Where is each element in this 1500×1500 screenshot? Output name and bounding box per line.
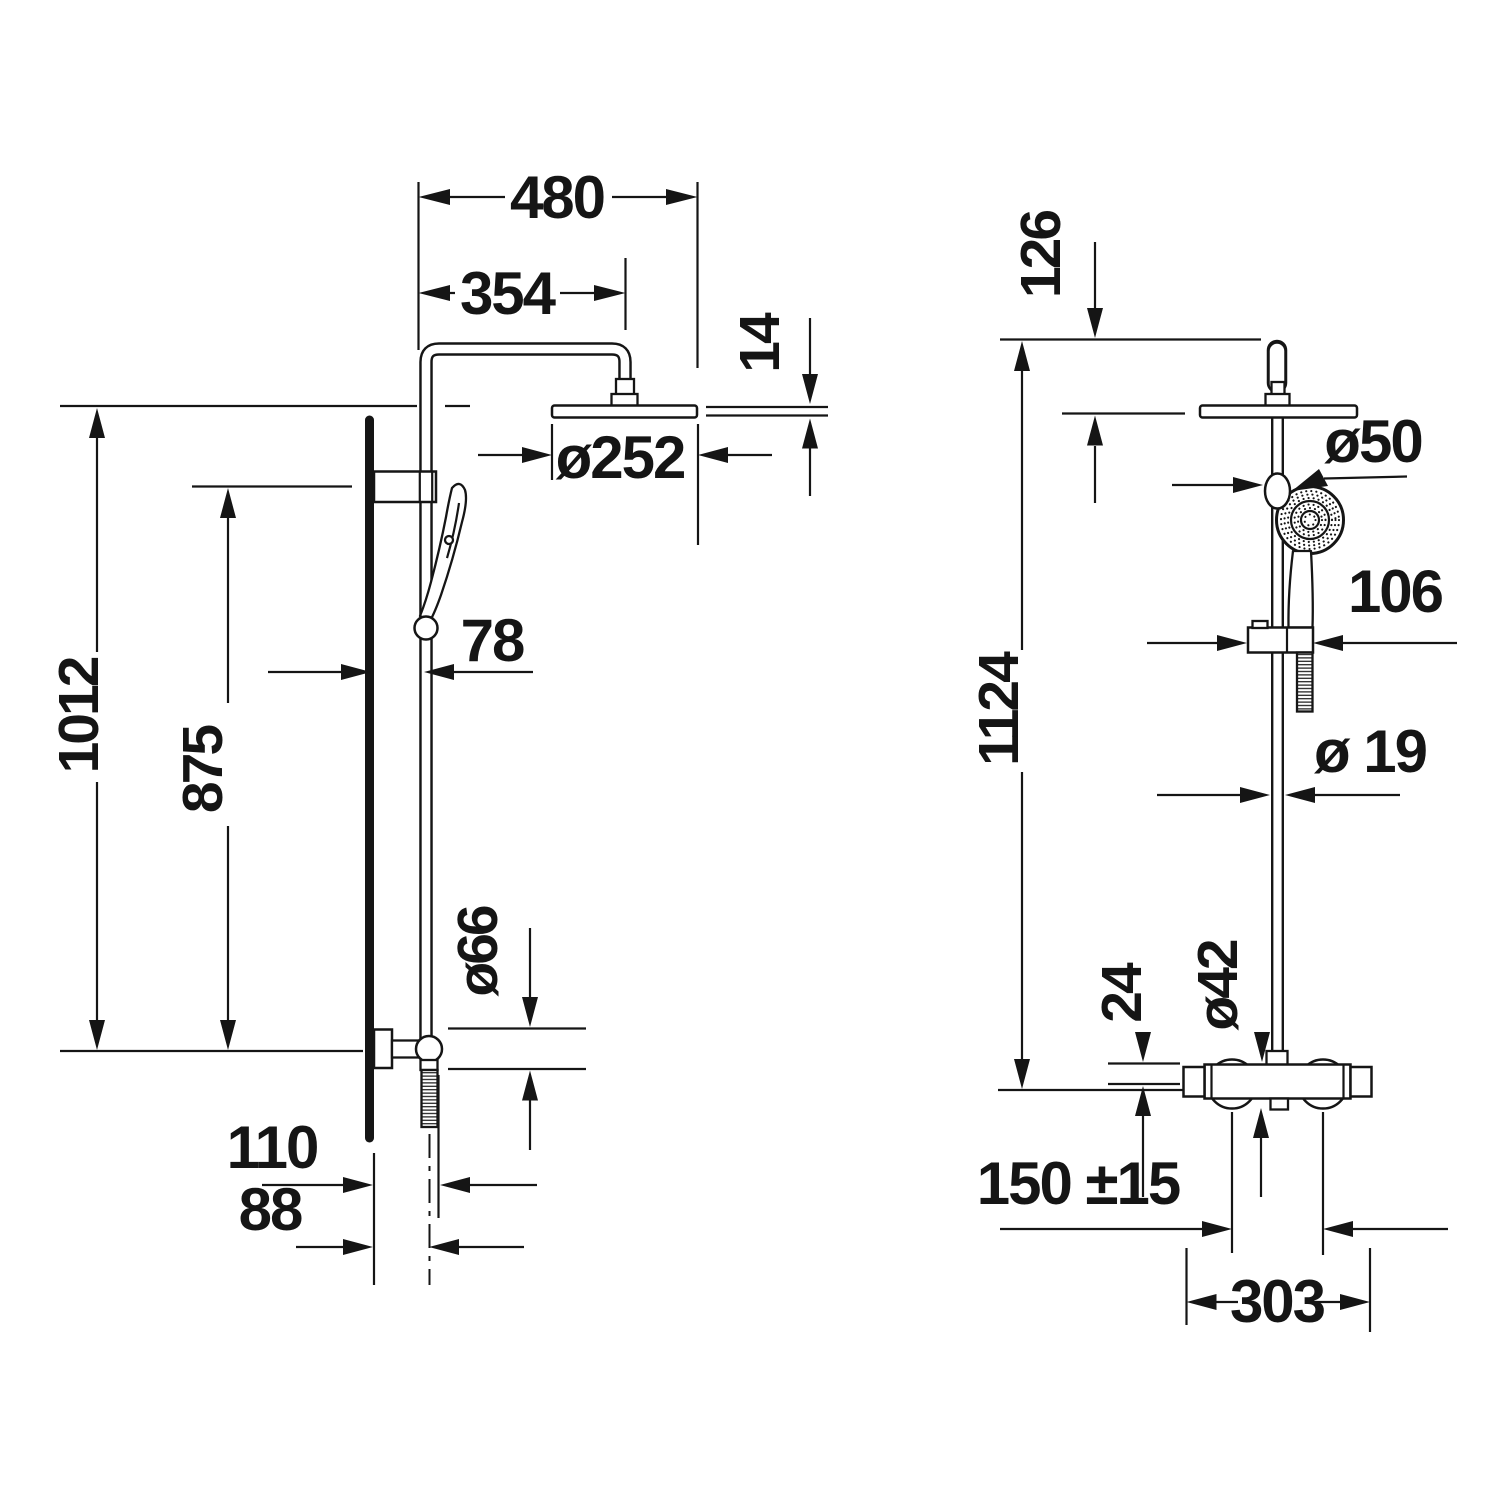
dim-pipe-above-head: 126	[1009, 211, 1103, 503]
dim-pipe-diameter: ø 19	[1157, 718, 1429, 803]
hose-nut	[419, 1058, 439, 1072]
dim-wall-to-pipe-label: 78	[461, 607, 524, 674]
dim-holder-diameter: ø50	[1172, 408, 1424, 493]
dim-outlet-diameter: ø66	[446, 906, 586, 1150]
dim-arm-reach-label: 480	[510, 164, 604, 231]
dim-overall-height: 1012	[47, 408, 111, 1050]
dim-wall-to-pipe: 78	[268, 607, 533, 680]
hand-shower-button	[443, 534, 455, 546]
dim-hose-projection-label: 110	[227, 1114, 318, 1181]
hose-front	[1295, 651, 1314, 713]
dim-overall-height-label: 1012	[47, 657, 111, 773]
slider-release-button	[1251, 619, 1269, 630]
overhead-shower-disc-front	[1198, 404, 1359, 419]
valve-handle-right	[1349, 1065, 1373, 1098]
hand-shower-side	[418, 482, 468, 623]
dim-slide-bar-height-label: 875	[171, 725, 235, 813]
valve-body	[1203, 1063, 1352, 1100]
dim-head-diameter-label: ø252	[556, 424, 685, 491]
valve-handle-left	[1182, 1065, 1206, 1098]
dim-connection-centers-label: 150 ±15	[977, 1150, 1180, 1217]
dim-valve-diameter-label: ø42	[1186, 940, 1250, 1031]
dim-arm-projection-label: 354	[460, 260, 557, 327]
dim-valve-width-label: 303	[1230, 1268, 1325, 1335]
pipe-edges-through-bracket	[418, 471, 434, 502]
bar-holder-knob	[1263, 472, 1292, 510]
side-view: 480 354 14 ø252 1012	[47, 164, 828, 1285]
valve-top-reference-lines	[1108, 1062, 1180, 1086]
dim-arm-reach: 480	[417, 164, 699, 368]
front-view: 126 1124 ø50 106 ø 19	[967, 211, 1457, 1335]
dim-valve-diameter: ø42	[1186, 940, 1270, 1197]
dim-valve-offset: 24	[1090, 962, 1154, 1197]
valve-outlet	[1269, 1097, 1290, 1111]
disc-plane-extension-lines	[706, 405, 828, 417]
hand-shower-face-edge	[445, 502, 461, 559]
slider-knob	[413, 615, 439, 641]
dim-slider-width: 106	[1147, 558, 1457, 651]
dim-pipe-above-head-label: 126	[1009, 211, 1073, 298]
dim-valve-width: 303	[1185, 1248, 1372, 1335]
hose-side	[420, 1068, 439, 1129]
dim-column-height-label: 1124	[967, 651, 1031, 766]
slider-bracket	[1246, 619, 1315, 654]
dim-head-diameter: ø252	[478, 424, 772, 545]
hand-shower-handle-front	[1287, 549, 1314, 629]
column-pipe	[1266, 339, 1288, 1056]
dim-slide-bar-height: 875	[171, 485, 352, 1050]
dim-outlet-diameter-label: ø66	[446, 906, 510, 997]
dim-hose-projection: 110	[227, 1114, 537, 1193]
outlet-elbow	[414, 1034, 444, 1064]
dim-valve-offset-label: 24	[1090, 962, 1154, 1023]
dim-inlet-projection: 88	[239, 1176, 524, 1255]
thermostat-valve	[1182, 1049, 1373, 1111]
dim-holder-diameter-label: ø50	[1324, 408, 1421, 475]
upper-wall-bracket	[372, 470, 438, 504]
overhead-shower-disc	[550, 404, 699, 419]
dim-pipe-diameter-label: ø 19	[1314, 718, 1427, 785]
dim-arm-projection: 354	[418, 258, 627, 330]
dim-head-thickness: 14	[728, 312, 818, 496]
dim-connection-centers: 150 ±15	[977, 1112, 1448, 1255]
dim-slider-width-label: 106	[1348, 558, 1443, 625]
shower-pipe-and-arm	[419, 342, 632, 1042]
pipe-union-nut	[1265, 1049, 1289, 1067]
lower-wall-connection	[372, 1028, 444, 1129]
dim-inlet-projection-label: 88	[239, 1176, 302, 1243]
dim-column-height: 1124	[967, 341, 1031, 1089]
dim-head-thickness-label: 14	[728, 312, 792, 373]
